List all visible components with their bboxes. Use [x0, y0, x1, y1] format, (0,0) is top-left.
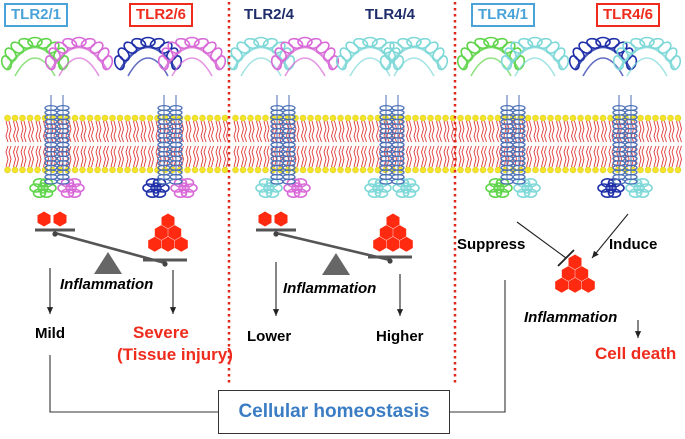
- tlr2-4-dimer-tir-right: [283, 178, 311, 198]
- balance-scale-2-hinge-right: [387, 258, 393, 264]
- tlr4-1-dimer-ectodomain-right: [500, 36, 570, 77]
- outcome-tissue-injury: (Tissue injury): [117, 345, 233, 364]
- hexagon-small-2: [274, 211, 288, 227]
- balance-scales: [35, 228, 412, 275]
- tlr4-6-dimer-ectodomain-left: [568, 36, 638, 77]
- balance-scale-1-hinge-left: [52, 231, 58, 237]
- tlr4-4-dimer-helix-left: [379, 95, 393, 185]
- lipid-bilayer: [4, 114, 229, 174]
- outcome-mild: Mild: [35, 325, 65, 342]
- suppress-bar: [557, 249, 575, 267]
- tlr4-6-label: TLR4/6: [596, 3, 661, 27]
- hexagon-stack-1: [154, 225, 168, 241]
- hexagon-stack-2: [393, 225, 407, 241]
- ligand-hexagons: [37, 211, 595, 293]
- tlr4-4-dimer-ectodomain-right: [379, 36, 449, 77]
- tlr4-1-dimer-tir-right: [513, 178, 541, 198]
- tlr4-6-dimer-helix-left: [612, 95, 626, 185]
- tlr2-4-dimer-ectodomain-right: [270, 36, 340, 77]
- tlr2-1-dimer-ectodomain-left: [0, 36, 70, 77]
- balance-scale-1-beam: [54, 231, 166, 265]
- tlr2-1-dimer-helix-right: [56, 95, 70, 185]
- suppress-label: Suppress: [457, 236, 526, 253]
- hexagon-stack-2: [379, 225, 393, 241]
- tlr2-1-dimer-ectodomain-right: [44, 36, 114, 77]
- hexagon-stack-3: [568, 254, 582, 270]
- outcome-lower: Lower: [247, 328, 292, 345]
- panel-dividers: [227, 2, 457, 384]
- balance-scale-1-fulcrum: [94, 252, 122, 274]
- balance-scale-2: [256, 228, 412, 275]
- tlr4-4-dimer-tir-right: [392, 178, 420, 198]
- tlr2-1-label: TLR2/1: [4, 3, 69, 27]
- tlr2-4-label: TLR2/4: [244, 6, 295, 23]
- balance-scale-2-fulcrum: [322, 253, 350, 275]
- outcome-severe: Severe: [133, 323, 189, 342]
- tlr2-6-label: TLR2/6: [129, 3, 194, 27]
- tlr2-6-dimer-tir-right: [170, 178, 198, 198]
- lipid-bilayer: [232, 114, 457, 174]
- tlr4-6-dimer-helix-right: [624, 95, 638, 185]
- tlr2-6-dimer-ectodomain-right: [157, 36, 227, 77]
- connector-left: [49, 355, 218, 413]
- hexagon-stack-2: [373, 236, 387, 252]
- tlr4-6-dimer-ectodomain-right: [612, 36, 682, 77]
- tlr4-4-label: TLR4/4: [365, 6, 416, 23]
- induce-label: Induce: [609, 236, 658, 253]
- inflammation-label-3: Inflammation: [524, 309, 618, 326]
- hexagon-stack-2: [399, 236, 413, 252]
- tlr4-4-dimer-tir-left: [364, 178, 392, 198]
- tlr2-4-dimer-tir-left: [255, 178, 283, 198]
- outcome-cell-death: Cell death: [595, 344, 677, 363]
- hexagon-stack-1: [161, 213, 175, 229]
- lipid-bilayer: [457, 114, 682, 174]
- inflammation-label-2: Inflammation: [283, 280, 377, 297]
- tlr4-6-dimer-tir-left: [597, 178, 625, 198]
- hexagon-small-2: [258, 211, 272, 227]
- balance-scale-2-hinge-left: [273, 231, 279, 237]
- tlr2-6-dimer-tir-left: [142, 178, 170, 198]
- balance-scale-1: [35, 228, 187, 274]
- tlr2-4-dimer-helix-right: [282, 95, 296, 185]
- tlr4-1-dimer-helix-left: [500, 95, 514, 185]
- hexagon-stack-1: [174, 236, 188, 252]
- hexagon-stack-3: [581, 277, 595, 293]
- cellular-homeostasis-label: Cellular homeostasis: [238, 401, 430, 422]
- hexagon-stack-3: [575, 266, 589, 282]
- hexagon-stack-2: [386, 236, 400, 252]
- hexagon-small-1: [53, 211, 67, 227]
- hexagon-small-1: [37, 211, 51, 227]
- hexagon-stack-1: [148, 236, 162, 252]
- suppress-line: [516, 221, 567, 259]
- hexagon-stack-3: [568, 277, 582, 293]
- arrow-induce: [591, 213, 629, 259]
- outcome-higher: Higher: [376, 328, 424, 345]
- connector-right: [448, 280, 506, 413]
- tlr2-1-dimer-tir-right: [57, 178, 85, 198]
- cell-membranes: [4, 114, 682, 174]
- hexagon-stack-3: [555, 277, 569, 293]
- cellular-homeostasis-box: Cellular homeostasis: [218, 390, 450, 434]
- hexagon-stack-2: [386, 213, 400, 229]
- hexagon-stack-3: [561, 266, 575, 282]
- arrows: [46, 213, 642, 413]
- tlr4-4-dimer-helix-right: [391, 95, 405, 185]
- tlr2-6-dimer-helix-right: [169, 95, 183, 185]
- transmembrane-helices: [44, 95, 638, 185]
- hexagon-stack-1: [161, 236, 175, 252]
- tlr4-1-label: TLR4/1: [471, 3, 536, 27]
- balance-scale-1-hinge-right: [162, 261, 168, 267]
- tlr4-1-dimer-helix-right: [512, 95, 526, 185]
- tlr4-6-dimer-tir-right: [625, 178, 653, 198]
- tlr2-1-dimer-tir-left: [29, 178, 57, 198]
- hexagon-stack-1: [168, 225, 182, 241]
- tlr4-1-dimer-tir-left: [485, 178, 513, 198]
- inflammation-label-1: Inflammation: [60, 276, 154, 293]
